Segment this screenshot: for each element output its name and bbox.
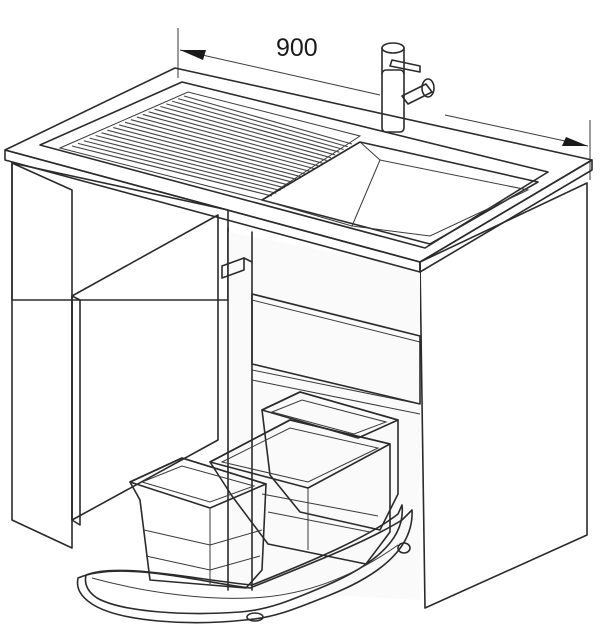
cabinet-left-side bbox=[11, 162, 229, 301]
drainboard-rib bbox=[177, 98, 348, 148]
interior-shelf-line-2 bbox=[251, 379, 421, 415]
basin-corner-left bbox=[261, 199, 353, 227]
door-hinge bbox=[221, 257, 253, 279]
front-bin-rib-4 bbox=[209, 555, 261, 571]
drainboard-rib bbox=[160, 105, 336, 156]
middle-bin-rim bbox=[209, 419, 391, 489]
drainboard-rib bbox=[124, 121, 311, 172]
drainboard-rib bbox=[107, 129, 298, 181]
drainboard-rib bbox=[142, 113, 323, 164]
tray-wheel-left bbox=[246, 612, 264, 622]
dimension-label: 900 bbox=[276, 34, 318, 62]
countertop-front-edge bbox=[4, 149, 421, 273]
drainboard-rib bbox=[166, 103, 340, 153]
cabinet-right-side bbox=[419, 182, 588, 609]
drawer-front bbox=[251, 293, 421, 405]
front-bin-rib-1 bbox=[143, 529, 211, 546]
waste-bin-front bbox=[129, 457, 267, 589]
drainboard-rib bbox=[89, 137, 285, 189]
drainboard-rib bbox=[101, 132, 294, 183]
basin-opening bbox=[261, 141, 539, 245]
basin-corner-back bbox=[359, 141, 381, 161]
drawer-panel bbox=[251, 293, 421, 405]
tray-inner-curve bbox=[91, 544, 399, 599]
door-edge bbox=[71, 295, 81, 526]
cabinet-interior bbox=[228, 232, 420, 600]
faucet-lever bbox=[401, 83, 433, 105]
waste-bin-middle bbox=[209, 419, 391, 565]
width-dimension: 900 bbox=[177, 28, 591, 180]
drainboard-rib bbox=[172, 100, 344, 151]
drainboard-rib bbox=[154, 108, 332, 159]
faucet-neck bbox=[381, 47, 405, 75]
front-bin-opening bbox=[140, 465, 256, 503]
front-bin-rim bbox=[129, 457, 267, 509]
drainboard-rib bbox=[136, 116, 319, 167]
countertop-side-edge bbox=[419, 159, 593, 273]
sink-basin bbox=[261, 141, 539, 245]
drainboard bbox=[58, 91, 362, 201]
faucet-spout bbox=[389, 59, 421, 73]
drainboard-rib bbox=[95, 134, 289, 186]
drainboard-area bbox=[58, 91, 362, 201]
drainboard-rib bbox=[119, 124, 306, 175]
tray-wheel-right bbox=[397, 542, 411, 554]
front-bin-rib-2 bbox=[209, 529, 263, 546]
dimension-arrow-right bbox=[562, 137, 588, 146]
back-bin-opening bbox=[270, 399, 388, 435]
sink-rim bbox=[39, 81, 549, 249]
faucet bbox=[381, 42, 435, 133]
drawer-top-edge bbox=[251, 299, 421, 343]
middle-bin-opening bbox=[220, 427, 380, 483]
middle-bin-rib-2 bbox=[261, 493, 379, 517]
drainboard-rib bbox=[83, 140, 281, 192]
interior-shelf-line bbox=[251, 369, 421, 405]
drainboard-rib bbox=[183, 95, 353, 145]
hinge-plate bbox=[221, 257, 245, 279]
cabinet-front-left bbox=[11, 162, 73, 549]
faucet-body bbox=[381, 69, 405, 133]
tray-base bbox=[76, 509, 413, 624]
drainboard-ribs bbox=[71, 95, 353, 197]
sink-top bbox=[4, 42, 593, 273]
middle-bin-rib-1 bbox=[267, 511, 371, 533]
basin-floor bbox=[351, 159, 530, 237]
hinge-arm bbox=[243, 257, 253, 263]
dimension-line-left bbox=[179, 49, 381, 96]
dimension-arrow-left bbox=[180, 50, 206, 60]
open-door bbox=[71, 214, 253, 526]
corner-carousel-tray bbox=[76, 504, 413, 624]
dimension-line-right bbox=[444, 114, 589, 147]
faucet-lever-knob bbox=[421, 78, 435, 98]
faucet-top bbox=[381, 42, 405, 54]
drainboard-rib bbox=[130, 119, 315, 170]
front-bin-rib-3 bbox=[145, 555, 211, 571]
drainboard-rib bbox=[148, 111, 327, 161]
drainboard-rib bbox=[113, 127, 302, 178]
drainboard-rib bbox=[77, 142, 277, 194]
drainboard-rib bbox=[71, 145, 273, 197]
